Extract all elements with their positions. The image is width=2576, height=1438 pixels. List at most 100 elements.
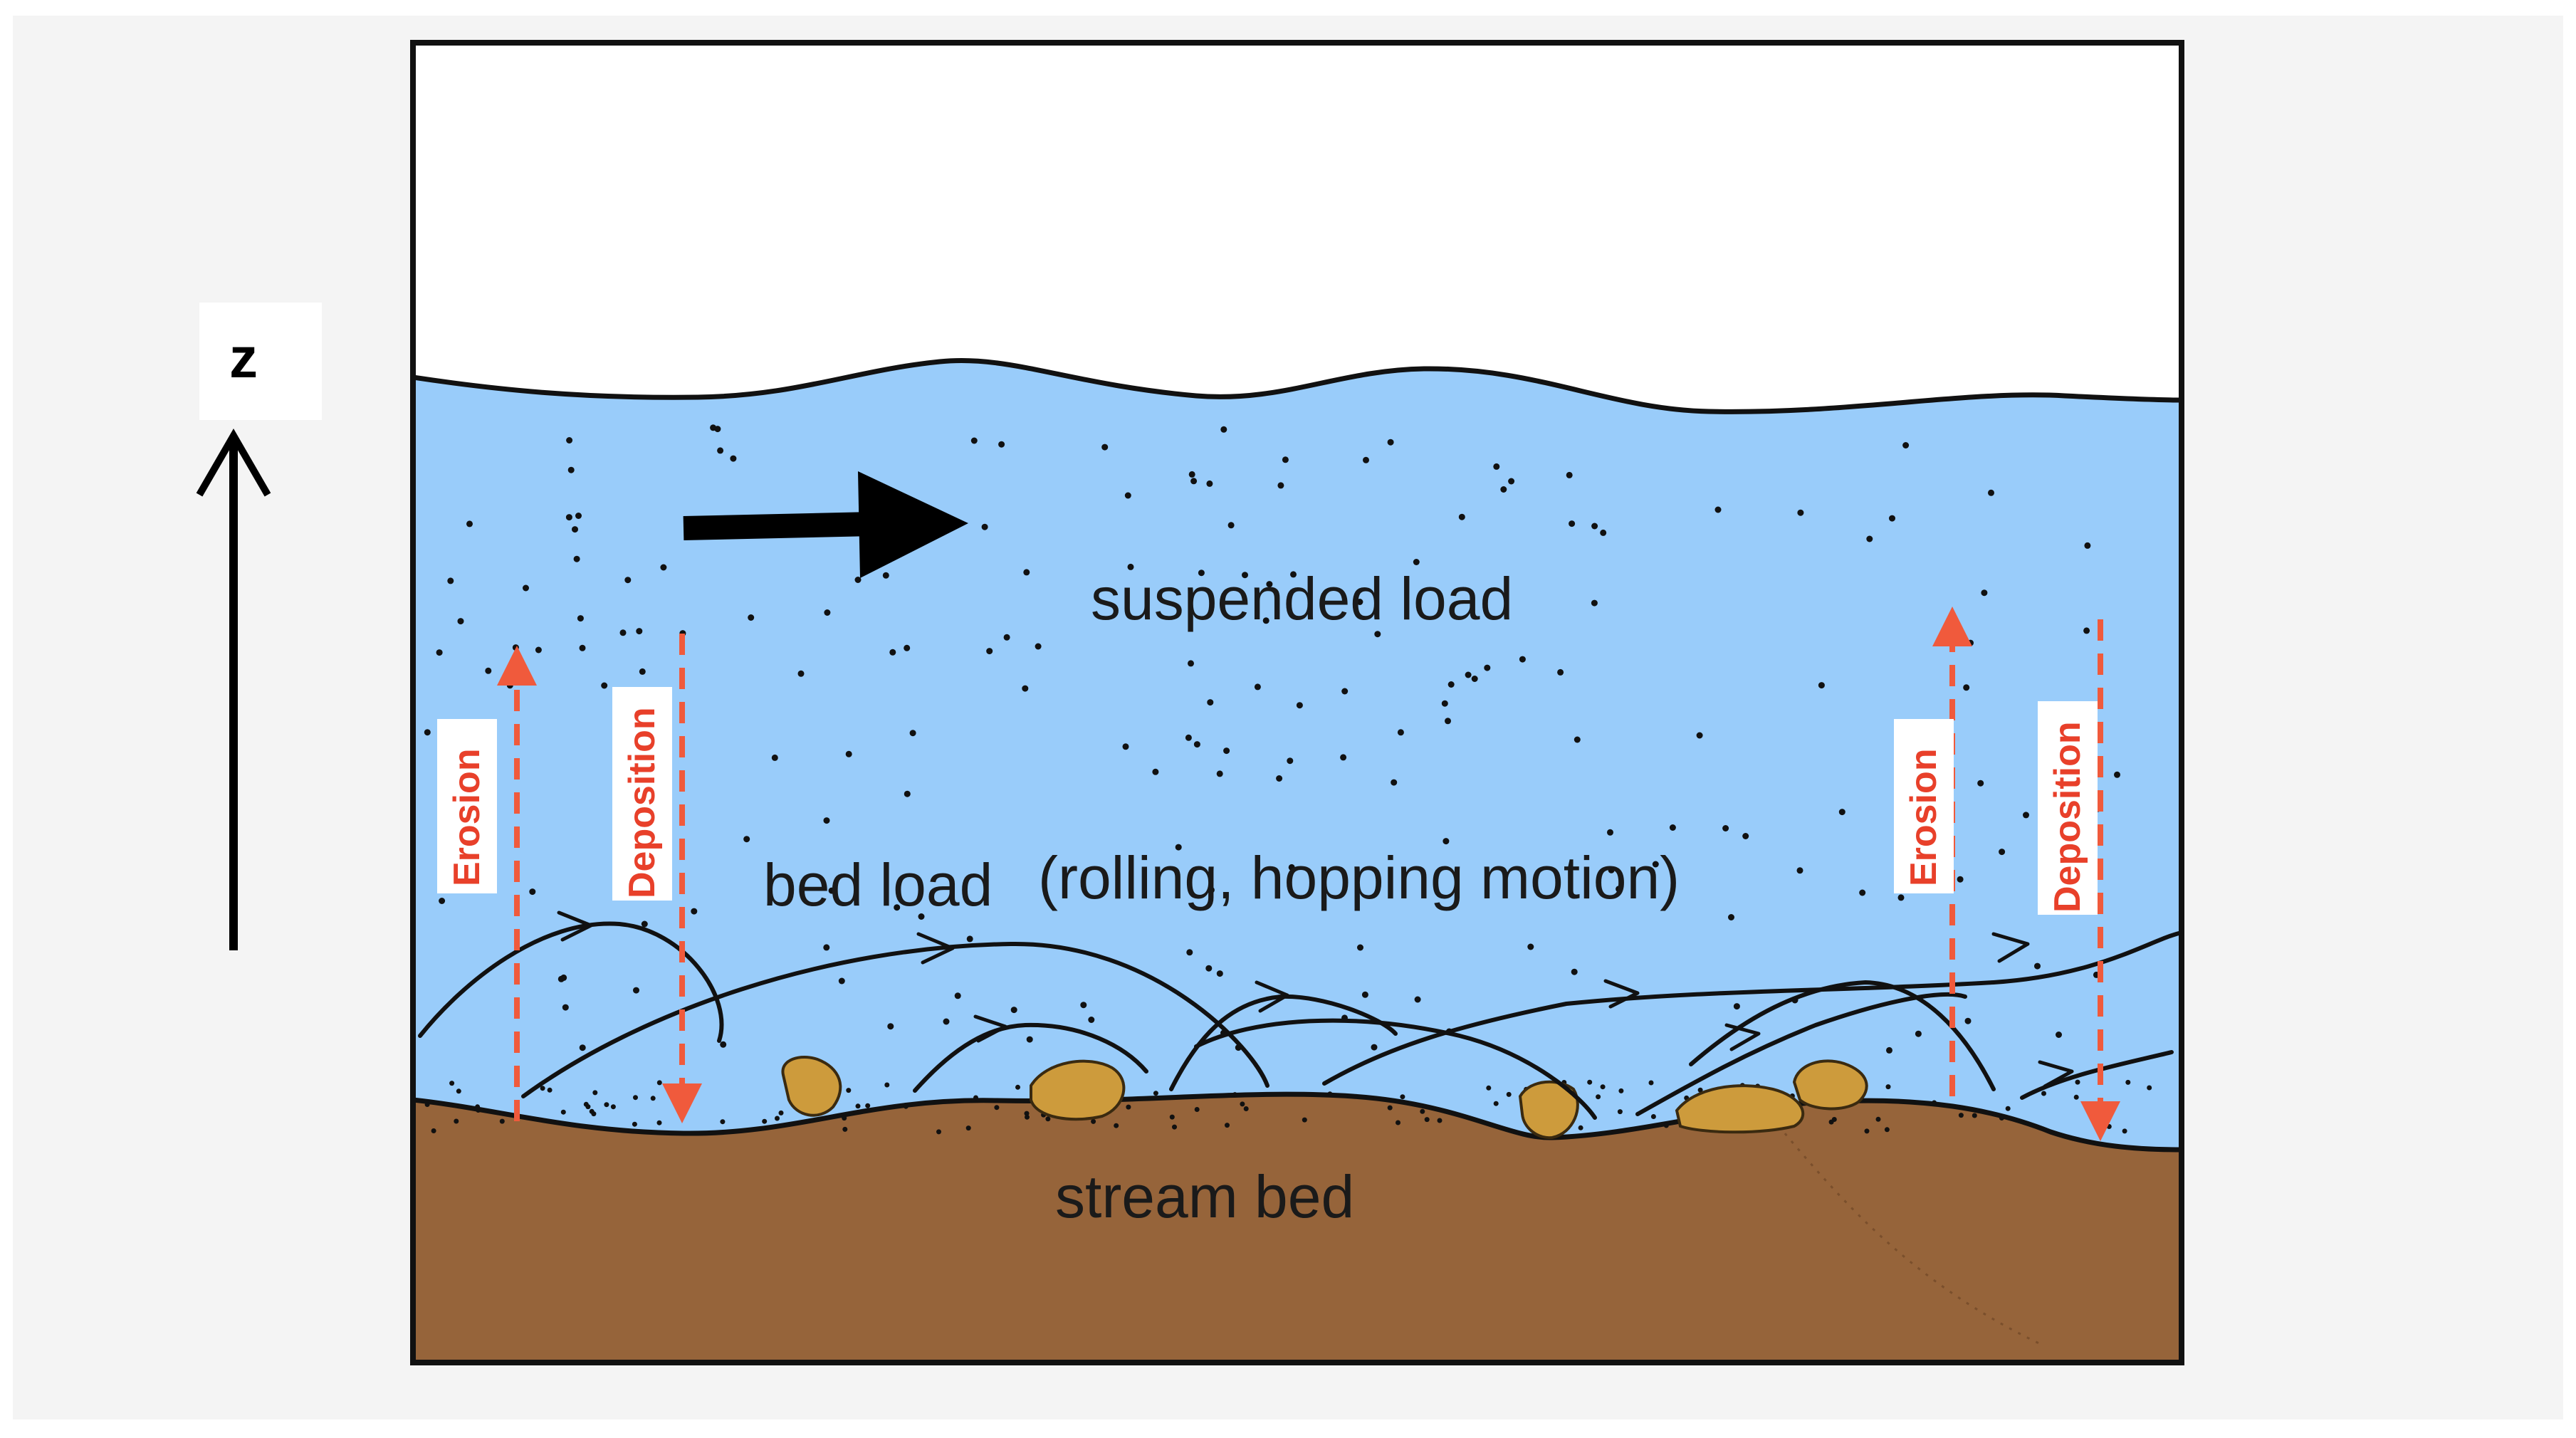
erosion-label-right: Erosion: [1903, 748, 1944, 886]
sediment-particle: [1607, 829, 1613, 836]
sediment-particle: [513, 655, 520, 662]
sediment-particle: [1242, 572, 1248, 579]
stream-bed-line: [413, 1091, 2182, 1153]
sediment-particle: [641, 920, 648, 928]
sediment-particle: [1527, 943, 1534, 950]
flow-direction-arrow-shaft: [683, 512, 873, 540]
sediment-particle: [1999, 849, 2006, 856]
diagram-panel-border: [410, 40, 2184, 1365]
sediment-particle: [1574, 736, 1581, 743]
sediment-particle: [965, 1125, 971, 1131]
bed-texture-line: [1764, 1110, 2044, 1347]
sediment-particle: [575, 513, 582, 519]
sediment-particle: [823, 817, 830, 824]
process-arrows: [497, 607, 2120, 1141]
sediment-particle: [1875, 1116, 1881, 1122]
sediment-particle: [2041, 1091, 2046, 1096]
sediment-particle: [1126, 1104, 1131, 1110]
sediment-particle: [639, 668, 646, 675]
sediment-particle: [1185, 734, 1192, 741]
sediment-particle: [1287, 757, 1294, 765]
chevron: [557, 910, 593, 942]
sediment-particle: [918, 913, 925, 920]
sediment-particle: [1262, 617, 1269, 624]
sediment-particle: [1486, 1085, 1492, 1091]
sediment-particle: [1391, 779, 1398, 786]
sediment-particle: [903, 1103, 909, 1109]
sediment-particle: [1340, 754, 1347, 761]
sediment-particle: [1818, 682, 1825, 689]
sediment-particle: [1387, 1105, 1393, 1111]
sediment-particle: [2083, 627, 2090, 634]
sediment-particle: [1714, 506, 1722, 513]
sediment-particle: [512, 644, 519, 651]
deposition-label-right-box: [2038, 701, 2098, 915]
sediment-particle: [1616, 886, 1623, 893]
pebble: [1792, 1059, 1868, 1111]
sediment-particle: [456, 1088, 461, 1094]
sediment-particle: [981, 523, 988, 530]
sediment-particle: [973, 1095, 978, 1101]
sediment-particle: [1506, 1091, 1512, 1097]
sediment-particle: [1035, 643, 1042, 650]
sediment-particle: [1557, 668, 1564, 676]
sediment-particle: [1650, 1114, 1656, 1119]
sediment-particle: [1652, 861, 1659, 868]
sediment-particle: [1669, 824, 1676, 831]
chevron: [2038, 1060, 2074, 1088]
sediment-particle: [449, 1081, 455, 1086]
sediment-particle: [854, 577, 862, 583]
sediment-particle: [1169, 1114, 1175, 1120]
stream-bed-label: stream bed: [1055, 1163, 1354, 1230]
sediment-particle: [1596, 1094, 1601, 1100]
sediment-particle: [1728, 914, 1734, 920]
sediment-particle: [1608, 866, 1615, 873]
sediment-particle: [1663, 1123, 1669, 1128]
sediment-particle: [1886, 1046, 1892, 1054]
sediment-particle: [567, 466, 575, 473]
sediment-particle: [2147, 1085, 2152, 1091]
sediment-particle: [540, 1086, 545, 1091]
sediment-particle: [1963, 684, 1970, 691]
sediment-particle: [2084, 542, 2091, 549]
sediment-particle: [624, 577, 632, 584]
suspended-particles: [424, 424, 2152, 1135]
sediment-particle: [1445, 718, 1451, 725]
sediment-particle: [1153, 1091, 1158, 1096]
sediment-particle: [1587, 1079, 1593, 1085]
sediment-particle: [1216, 970, 1223, 977]
sediment-particle: [1282, 456, 1289, 463]
sediment-particle: [1600, 1084, 1606, 1090]
sediment-particle: [1356, 599, 1363, 605]
sediment-particle: [1493, 463, 1500, 470]
sediment-particle: [1290, 571, 1297, 578]
sediment-particle: [1127, 563, 1134, 570]
sediment-particle: [909, 730, 916, 737]
sediment-particle: [1443, 838, 1450, 845]
sediment-particle: [1220, 426, 1227, 433]
sediment-particle: [1302, 1117, 1307, 1123]
sediment-particle: [1964, 1017, 1972, 1024]
sediment-particle: [1828, 1119, 1834, 1125]
sediment-particle: [1015, 1084, 1020, 1090]
suspended-load-label: suspended load: [1091, 565, 1513, 632]
chevron: [1724, 1023, 1761, 1051]
sediment-particle: [562, 1004, 569, 1011]
erosion-label-left-box: [437, 719, 497, 893]
sediment-particle: [560, 1109, 566, 1115]
sediment-particle: [604, 1102, 609, 1108]
sediment-particle: [656, 1120, 662, 1125]
sediment-particle: [943, 1018, 950, 1025]
sediment-particle: [1223, 747, 1230, 755]
sediment-particle: [1733, 1003, 1740, 1010]
sediment-particle: [1122, 743, 1129, 750]
sediment-particle: [1010, 1007, 1017, 1014]
pebble: [781, 1056, 842, 1117]
sediment-particle: [572, 526, 578, 533]
sediment-particle: [2023, 812, 2029, 819]
sediment-particle: [1396, 1120, 1400, 1125]
sediment-particle: [506, 682, 513, 689]
sediment-particle: [565, 514, 572, 521]
sediment-particle: [1617, 1109, 1623, 1115]
